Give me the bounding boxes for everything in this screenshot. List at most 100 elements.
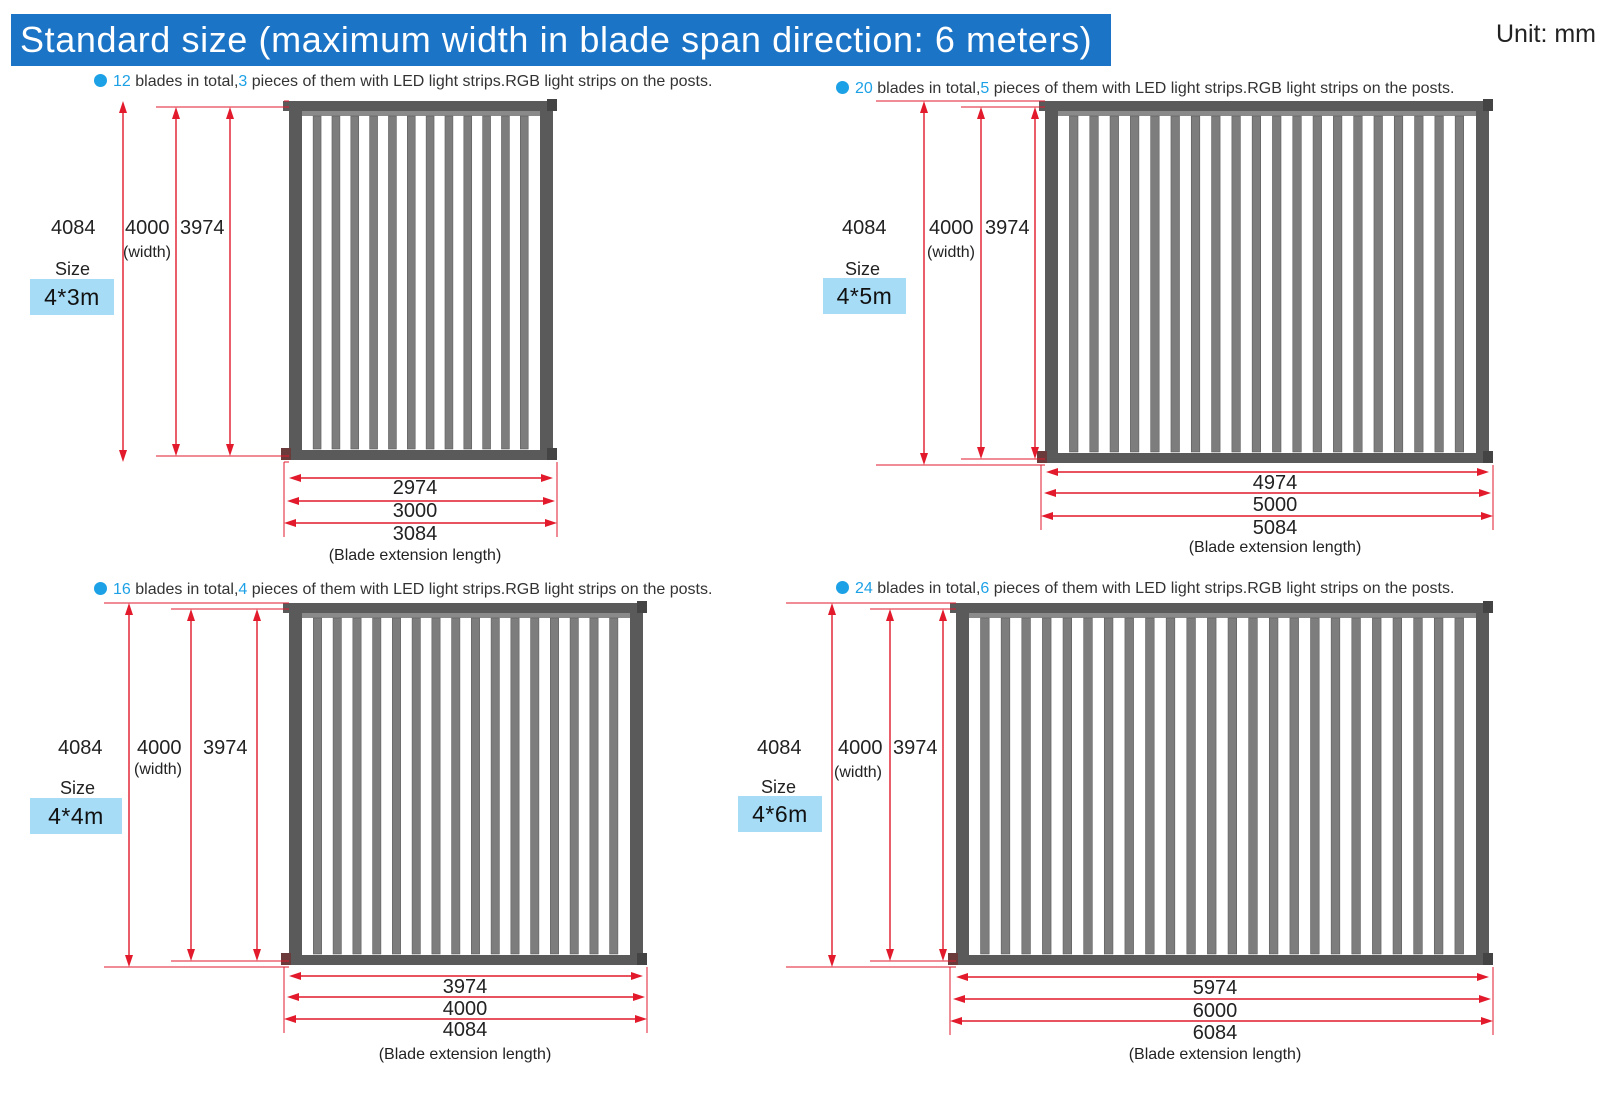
- dim-width: 4000: [137, 737, 182, 759]
- note-suffix: pieces of them with LED light strips.RGB…: [989, 580, 1455, 597]
- arrow-up-icon: [226, 107, 234, 119]
- blade: [1434, 115, 1444, 453]
- blade-caption: (Blade extension length): [1128, 1046, 1302, 1063]
- arrow-left-icon: [950, 1017, 962, 1025]
- blade: [1062, 617, 1072, 955]
- dim-overall: 4084: [58, 737, 103, 759]
- dim-inner: 3974: [985, 217, 1030, 239]
- arrow-up-icon: [172, 107, 180, 119]
- blade: [1392, 617, 1402, 955]
- blade: [1021, 617, 1031, 955]
- note-suffix: pieces of them with LED light strips.RGB…: [247, 581, 713, 598]
- arrow-right-icon: [635, 1015, 647, 1023]
- top-rail: [956, 613, 1489, 618]
- arrow-down-icon: [253, 949, 261, 961]
- blade: [1165, 617, 1176, 955]
- note-mid: blades in total,: [872, 580, 981, 597]
- width-label: (width): [134, 761, 183, 778]
- corner-cap: [547, 448, 557, 460]
- width-label: (width): [834, 764, 883, 781]
- arrow-down-icon: [187, 949, 195, 961]
- top-beam: [950, 603, 1493, 613]
- top-beam: [283, 603, 647, 613]
- arrow-right-icon: [1477, 468, 1489, 476]
- note-suffix: pieces of them with LED light strips.RGB…: [247, 73, 713, 90]
- size-badge: 4*5m: [823, 278, 906, 314]
- blade: [1330, 617, 1341, 955]
- arrow-up-icon: [977, 107, 985, 119]
- arrow-down-icon: [920, 453, 928, 465]
- blade: [444, 115, 454, 450]
- arrow-left-icon: [1041, 512, 1053, 520]
- blade: [388, 115, 397, 450]
- blade: [1190, 115, 1201, 453]
- blade: [482, 115, 491, 450]
- arrow-right-icon: [1479, 489, 1491, 497]
- blade: [1292, 115, 1302, 453]
- blade: [1372, 617, 1382, 955]
- blade: [352, 617, 362, 955]
- blade: [312, 115, 322, 450]
- arrow-down-icon: [1031, 447, 1039, 459]
- blade: [1351, 617, 1361, 955]
- arrow-down-icon: [828, 955, 836, 967]
- note-suffix: pieces of them with LED light strips.RGB…: [989, 80, 1455, 97]
- arrow-left-icon: [1046, 468, 1058, 476]
- blade: [589, 617, 599, 955]
- blade: [1310, 617, 1320, 955]
- arrow-up-icon: [119, 101, 127, 113]
- arrow-down-icon: [939, 949, 947, 961]
- arrow-up-icon: [828, 603, 836, 615]
- size-label: Size: [845, 259, 881, 279]
- size-label: Size: [761, 777, 797, 797]
- blade: [1272, 115, 1282, 453]
- blade: [1207, 617, 1217, 955]
- blade: [1413, 617, 1423, 955]
- blade: [369, 115, 378, 450]
- left-post: [289, 607, 302, 961]
- dim-blade: 5000: [1252, 494, 1298, 516]
- blade: [1312, 115, 1322, 453]
- dim-overall: 4084: [757, 737, 802, 759]
- blade: [490, 617, 500, 955]
- dim-blade: 6000: [1192, 1000, 1238, 1022]
- blade: [1454, 115, 1464, 453]
- dim-width: 4000: [125, 217, 170, 239]
- unit-label: Unit: mm: [1496, 20, 1596, 48]
- arrow-left-icon: [287, 497, 299, 505]
- blade: [1454, 617, 1464, 955]
- blade: [471, 617, 480, 955]
- blades-total: 12: [113, 73, 131, 90]
- bullet-icon: [94, 582, 107, 595]
- corner-cap: [1483, 601, 1493, 613]
- blade: [350, 115, 360, 450]
- blade: [501, 115, 510, 450]
- arrow-right-icon: [631, 972, 643, 980]
- blade: [530, 617, 540, 955]
- size-label: Size: [60, 778, 96, 798]
- left-post: [1045, 105, 1058, 459]
- blade: [520, 115, 529, 450]
- arrow-up-icon: [253, 609, 261, 621]
- blade: [980, 617, 990, 955]
- arrow-right-icon: [1477, 973, 1489, 981]
- blade: [392, 617, 401, 955]
- blade: [1089, 115, 1099, 453]
- note-mid: blades in total,: [130, 73, 239, 90]
- panel-note: 16 blades in total,4 pieces of them with…: [94, 581, 712, 599]
- blade: [1248, 617, 1258, 955]
- top-beam: [1039, 101, 1493, 111]
- arrow-right-icon: [1481, 1017, 1493, 1025]
- blade: [1186, 617, 1196, 955]
- corner-cap: [547, 99, 557, 111]
- blade: [510, 617, 520, 955]
- blade: [1000, 617, 1011, 955]
- blade: [609, 617, 619, 955]
- blade: [550, 617, 559, 955]
- width-label: (width): [123, 244, 172, 261]
- arrow-left-icon: [289, 972, 301, 980]
- arrow-right-icon: [633, 993, 645, 1001]
- arrow-up-icon: [1031, 107, 1039, 119]
